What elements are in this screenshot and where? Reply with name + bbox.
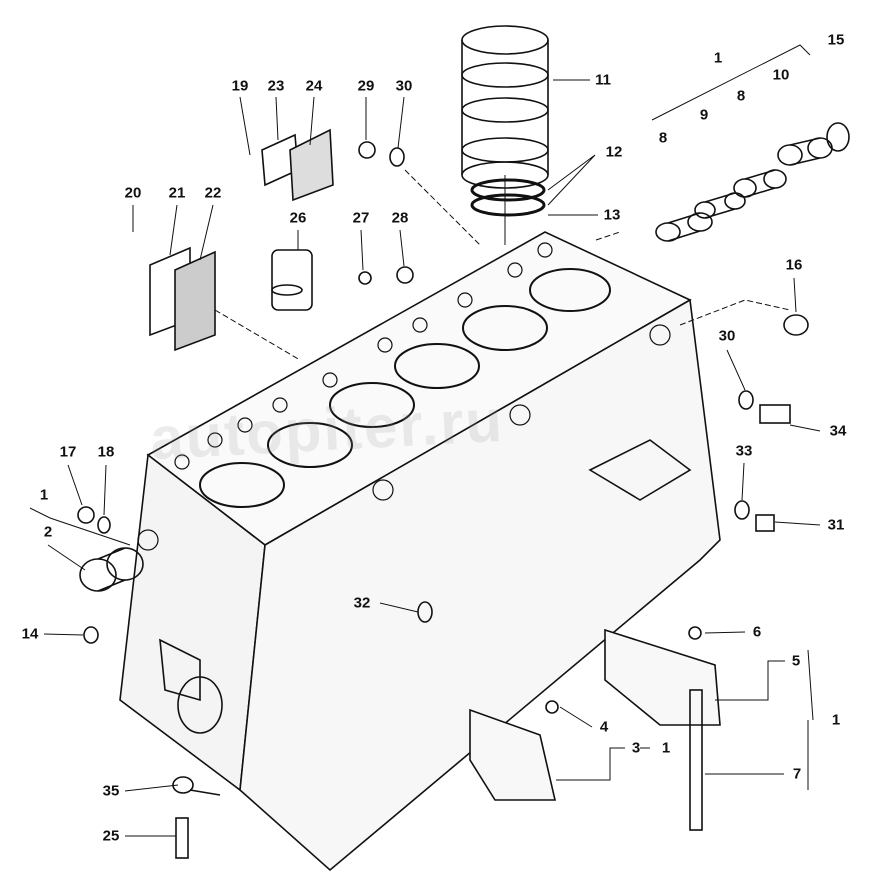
callout-30: 30: [395, 77, 413, 95]
callout-26: 26: [289, 209, 307, 227]
callout-9: 9: [699, 106, 709, 124]
plugs-and-washers: [77, 141, 791, 859]
callout-7: 7: [792, 765, 802, 783]
callout-28: 28: [391, 209, 409, 227]
cylinder-bores: [199, 268, 611, 508]
leader-lines: [29, 44, 821, 837]
callout-25: 25: [102, 827, 120, 845]
callout-5: 5: [791, 652, 801, 670]
callout-35: 35: [102, 782, 120, 800]
callout-8: 8: [658, 129, 668, 147]
callout-3: 3: [631, 739, 641, 757]
callout-4: 4: [599, 718, 609, 736]
callout-34: 34: [829, 422, 847, 440]
callout-18: 18: [97, 443, 115, 461]
camshaft-bushings: [79, 122, 850, 592]
callout-2: 2: [43, 523, 53, 541]
bolt-holes: [137, 242, 671, 551]
callout-32: 32: [353, 594, 371, 612]
callout-22: 22: [204, 184, 222, 202]
cylinder-liner: [461, 25, 549, 217]
callout-19: 19: [231, 77, 249, 95]
callout-11: 11: [595, 71, 611, 89]
callout-15: 15: [827, 31, 845, 49]
side-covers: [149, 128, 334, 352]
cylinder-block: [119, 231, 721, 872]
callout-24: 24: [305, 77, 323, 95]
callout-23: 23: [267, 77, 285, 95]
callout-1: 1: [831, 711, 841, 729]
callout-17: 17: [59, 443, 77, 461]
callout-1: 1: [661, 739, 671, 757]
callout-14: 14: [21, 625, 39, 643]
callout-20: 20: [124, 184, 142, 202]
callout-6: 6: [752, 623, 762, 641]
callout-31: 31: [827, 516, 845, 534]
callout-29: 29: [357, 77, 375, 95]
callout-12: 12: [605, 143, 623, 161]
callout-1: 1: [713, 49, 723, 67]
callout-8: 8: [736, 87, 746, 105]
callout-21: 21: [168, 184, 186, 202]
callout-13: 13: [603, 206, 621, 224]
callout-30: 30: [718, 327, 736, 345]
main-bearing-caps: [469, 626, 721, 831]
callout-33: 33: [735, 442, 753, 460]
callout-27: 27: [352, 209, 370, 227]
callout-10: 10: [772, 66, 790, 84]
callout-1: 1: [39, 486, 49, 504]
callout-16: 16: [785, 256, 803, 274]
